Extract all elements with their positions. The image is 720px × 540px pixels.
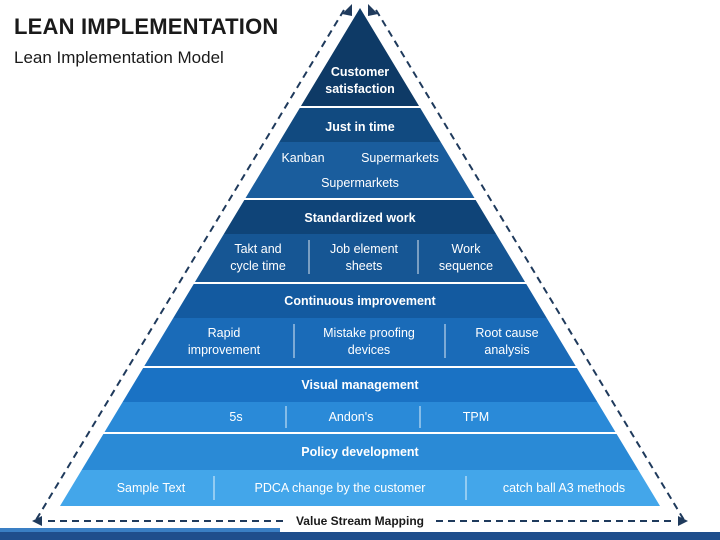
arrow-heads xyxy=(32,4,688,526)
ci-item-root-cause: Root cause analysis xyxy=(475,326,539,357)
vm-heading: Visual management xyxy=(301,378,419,392)
std-work-item-work-sequence: Work sequence xyxy=(438,242,494,273)
arrow-head-bottom-left xyxy=(32,516,42,526)
jit-item-supermarkets-2: Supermarkets xyxy=(321,176,399,190)
pd-heading: Policy development xyxy=(301,445,419,459)
tier-jit-head xyxy=(279,108,441,142)
tier-std-head xyxy=(223,200,497,234)
tier-std-body xyxy=(194,234,526,282)
std-work-item-takt: Takt and cycle time xyxy=(230,242,286,273)
vm-item-5s: 5s xyxy=(229,410,243,424)
std-work-heading: Standardized work xyxy=(304,211,416,225)
tier-apex xyxy=(300,8,420,106)
ci-item-mistake-proofing: Mistake proofing devices xyxy=(323,326,415,357)
jit-item-supermarkets: Supermarkets xyxy=(361,151,439,165)
pd-item-pdca: PDCA change by the customer xyxy=(254,481,426,495)
page-subtitle: Lean Implementation Model xyxy=(14,48,224,67)
tier-vm-body xyxy=(104,402,616,432)
page-title: LEAN IMPLEMENTATION xyxy=(14,14,279,39)
tier-ci-head xyxy=(173,284,547,318)
pd-item-catch-ball: catch ball A3 methods xyxy=(502,481,626,495)
tier-pd-head xyxy=(81,434,639,470)
vm-item-tpm: TPM xyxy=(462,410,490,424)
tier-pd-body xyxy=(60,470,660,506)
std-work-item-job-element: Job element sheets xyxy=(329,242,399,273)
right-dashed-arrow xyxy=(375,9,685,521)
arrow-head-top-left xyxy=(342,4,352,16)
jit-item-kanban: Kanban xyxy=(281,151,325,165)
tier-separators xyxy=(213,240,467,500)
value-stream-arrows xyxy=(35,9,685,522)
tier-ci-body xyxy=(144,318,576,366)
arrow-head-bottom-right xyxy=(678,516,688,526)
footer-bar xyxy=(0,532,720,540)
apex-label: Customer satisfaction xyxy=(325,65,395,96)
tier-jit-body xyxy=(245,142,475,198)
left-dashed-arrow xyxy=(35,9,345,521)
vm-item-andon: Andon's xyxy=(328,410,374,424)
ci-heading: Continuous improvement xyxy=(284,294,436,308)
ci-item-rapid: Rapid improvement xyxy=(187,326,261,357)
jit-heading: Just in time xyxy=(325,120,395,134)
arrow-head-top-right xyxy=(368,4,378,16)
value-stream-mapping-label: Value Stream Mapping xyxy=(285,514,435,528)
footer-accent-bar xyxy=(0,528,280,532)
pd-item-sample-text: Sample Text xyxy=(116,481,186,495)
tier-vm-head xyxy=(122,368,598,402)
